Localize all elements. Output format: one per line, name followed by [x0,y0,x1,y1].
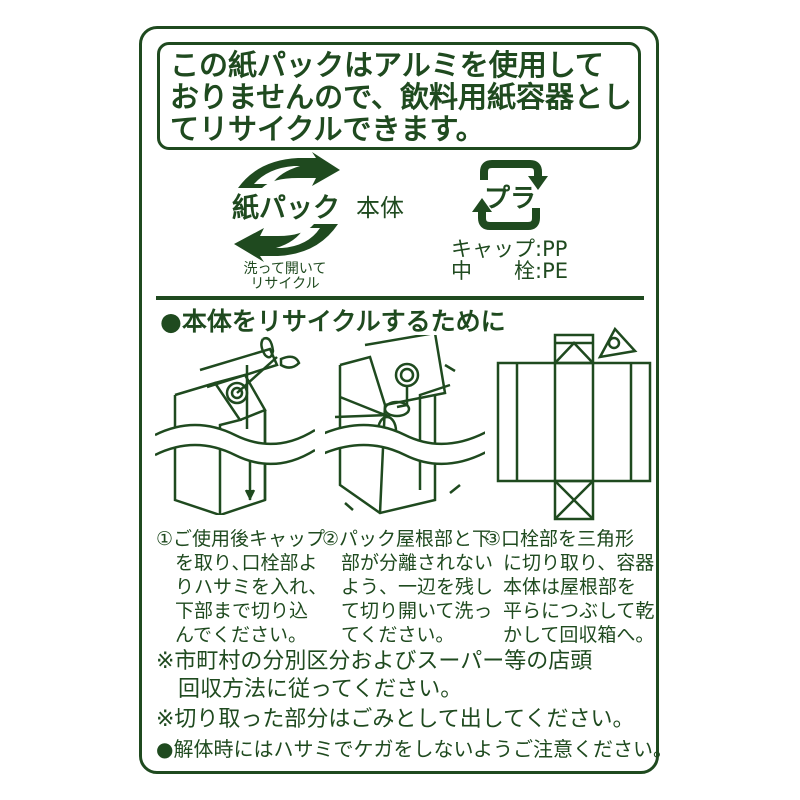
pla-text: プラ [484,184,536,214]
note-1-cont: 回収方法に従ってください。 [156,677,463,702]
material-row-plug: 中 栓:PE [451,259,569,283]
note-1: ※市町村の分別区分およびスーパー等の店頭 [156,649,593,674]
step-line: 部が分離されない [322,552,494,574]
step-line: 下部まで切り込 [156,600,309,622]
step-line: よう、一辺を残し [322,576,494,598]
safety-note: ●解体時にはハサミでケガをしないようご注意ください。 [156,737,674,761]
carton-open-side-illustration [325,335,485,515]
step-1-text: ①ご使用後キャップ を取り､口栓部よ りハサミを入れ、 下部まで切り込 んでくだ… [156,527,327,647]
section-title: ●本体をリサイクルするために [160,307,506,336]
step-line: 平らにつぶして乾 [484,600,655,622]
paper-caption-line-1: 洗って開いて [243,261,327,277]
step-3-text: ③口栓部を三角形 に切り取り、容器 本体は屋根部を 平らにつぶして乾 かして回収… [484,527,654,647]
pla-recycle-icon: プラ [472,160,548,230]
material-part: キャップ [451,237,535,261]
section-divider [156,296,644,300]
step-line: りハサミを入れ、 [156,576,328,598]
step-line: て切り開いて洗っ [322,600,493,622]
material-part: 中 栓 [451,259,535,283]
headline-line-3: てリサイクルできます。 [170,112,485,146]
headline-line-2: おりませんので、飲料用紙容器とし [170,80,632,114]
step-line: に切り取り、容器 [484,552,655,574]
step-line: ①ご使用後キャップ [156,528,326,550]
step-line: んでください。 [156,624,308,646]
material-row-cap: キャップ:PP [451,237,568,261]
step-line: かして回収箱へ。 [484,624,655,646]
paper-caption-line-2: リサイクル [250,276,320,292]
paper-pack-label: 紙パック [232,193,340,224]
step-line: ③口栓部を三角形 [484,528,635,550]
step-line: 本体は屋根部を [484,576,637,598]
step-line: ②パック屋根部と下 [322,528,492,550]
note-2: ※切り取った部分はごみとして出してください。 [156,707,635,732]
label-frame [139,26,659,774]
step-line: てください。 [322,624,455,646]
material-code: PP [542,237,568,261]
carton-cut-spout-illustration [155,337,315,515]
paper-part-label: 本体 [356,194,404,222]
material-code: PE [542,259,569,283]
paper-caption: 洗って開いて リサイクル [240,262,330,292]
headline-line-1: この紙パックはアルミを使用して [170,48,604,82]
step-2-text: ②パック屋根部と下 部が分離されない よう、一辺を残し て切り開いて洗っ てくだ… [322,527,493,647]
headline-box: この紙パックはアルミを使用して おりませんので、飲料用紙容器とし てリサイクルで… [157,42,641,150]
paper-pack-recycle-icon [234,152,340,262]
carton-flattened-illustration [496,326,652,521]
step-line: を取り､口栓部よ [156,552,318,574]
